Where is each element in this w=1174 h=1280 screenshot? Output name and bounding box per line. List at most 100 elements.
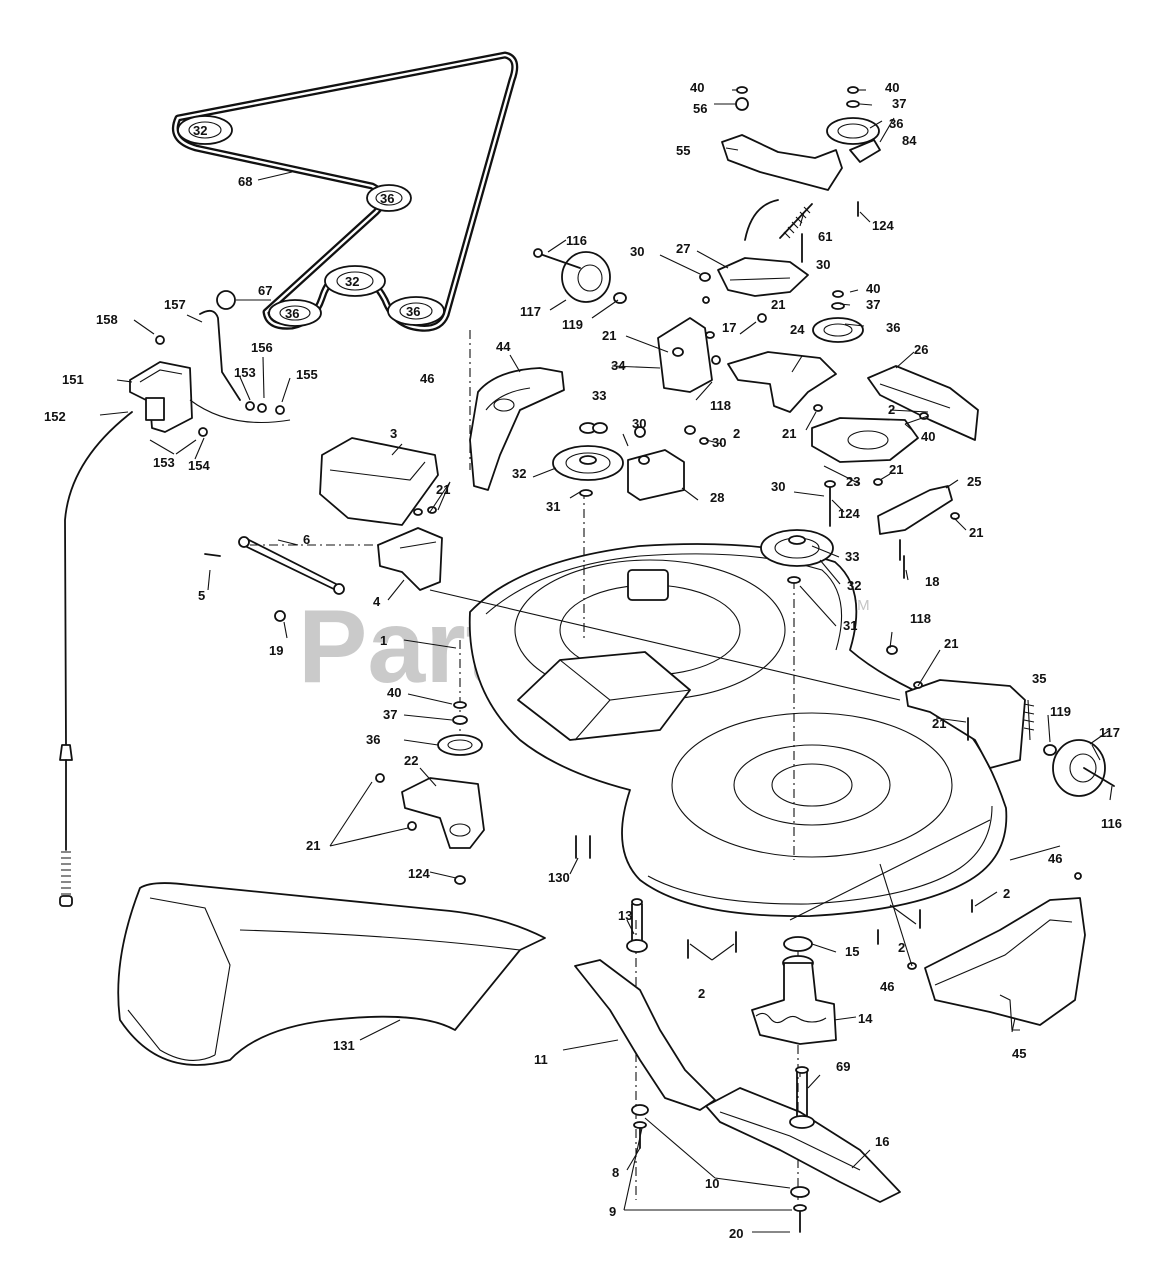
callout-44: 44	[496, 339, 511, 354]
callout-40-e: 40	[387, 685, 401, 700]
callout-158: 158	[96, 312, 118, 327]
callout-67: 67	[258, 283, 272, 298]
callout-21-e: 21	[969, 525, 983, 540]
callout-17: 17	[722, 320, 736, 335]
callout-152: 152	[44, 409, 66, 424]
callout-84: 84	[902, 133, 917, 148]
callout-37-a: 37	[892, 96, 906, 111]
callout-36-d: 36	[889, 116, 903, 131]
callout-68: 68	[238, 174, 252, 189]
callout-24: 24	[790, 322, 805, 337]
callout-37-b: 37	[866, 297, 880, 312]
callout-40-a: 40	[690, 80, 704, 95]
deck-bracket-22	[375, 773, 485, 885]
callout-21-g: 21	[889, 462, 903, 477]
callout-45: 45	[1012, 1046, 1026, 1061]
gauge-wheel-bracket-35	[905, 679, 1035, 769]
callout-116-a: 116	[566, 233, 587, 248]
belt-pulley-36-right	[366, 184, 412, 212]
blade-spindle-69	[789, 1066, 815, 1129]
callout-21-i: 21	[771, 297, 785, 312]
callout-33-a: 33	[592, 388, 606, 403]
spindle-pulley-36-left	[437, 701, 483, 756]
deck-bracket-25	[877, 485, 953, 561]
callout-18: 18	[925, 574, 939, 589]
callout-119-b: 119	[1050, 704, 1071, 719]
callout-36-f: 36	[366, 732, 380, 747]
idler-pulley-36-right	[812, 290, 864, 343]
tension-spring-61	[779, 203, 813, 239]
callout-28: 28	[710, 490, 724, 505]
callout-117-a: 117	[520, 304, 541, 319]
belt-pulley-32-center	[324, 265, 386, 297]
callout-32-a: 32	[193, 123, 207, 138]
callout-23: 23	[846, 474, 860, 489]
callout-131: 131	[333, 1038, 355, 1053]
discharge-chute-131	[117, 882, 546, 1066]
callout-36-e: 36	[886, 320, 900, 335]
callout-20: 20	[729, 1226, 743, 1241]
deck-bracket-26	[867, 365, 979, 441]
spindle-13	[626, 898, 648, 953]
callout-37-c: 37	[383, 707, 397, 722]
callout-36-a: 36	[380, 191, 394, 206]
lift-cable	[59, 411, 133, 907]
callout-36-c: 36	[406, 304, 420, 319]
callout-2-d: 2	[898, 940, 905, 955]
callout-21-b: 21	[306, 838, 320, 853]
gauge-wheel-117-left	[533, 248, 627, 304]
callout-30-a: 30	[630, 244, 644, 259]
callout-40-d: 40	[921, 429, 935, 444]
callout-124-b: 124	[838, 506, 860, 521]
callout-25: 25	[967, 474, 981, 489]
idler-plate-23	[811, 417, 919, 463]
callout-21-d: 21	[932, 716, 946, 731]
callout-19: 19	[269, 643, 283, 658]
idler-bracket-28	[627, 426, 685, 501]
callout-69: 69	[836, 1059, 850, 1074]
callout-30-c: 30	[632, 416, 646, 431]
callout-1: 1	[380, 633, 387, 648]
callout-33-b: 33	[845, 549, 859, 564]
callout-55: 55	[676, 143, 690, 158]
spindle-pulley-32-right	[760, 529, 834, 584]
side-shield-45	[924, 897, 1086, 1031]
callout-154: 154	[188, 458, 210, 473]
callout-46-c: 46	[880, 979, 894, 994]
callout-118-a: 118	[710, 398, 731, 413]
callout-21-c: 21	[944, 636, 958, 651]
callout-4: 4	[373, 594, 381, 609]
callout-46-b: 46	[1048, 851, 1062, 866]
callout-151: 151	[62, 372, 84, 387]
callout-124-a: 124	[872, 218, 894, 233]
callout-11: 11	[534, 1052, 548, 1067]
callout-2-c: 2	[1003, 886, 1010, 901]
callout-9: 9	[609, 1204, 616, 1219]
idler-bracket-24	[727, 351, 837, 413]
callout-56: 56	[693, 101, 707, 116]
callout-61: 61	[818, 229, 832, 244]
callout-16: 16	[875, 1134, 889, 1149]
callout-30-e: 30	[771, 479, 785, 494]
leader-lines	[99, 89, 1113, 1233]
front-pivot-rod	[204, 536, 345, 595]
callout-32-d: 32	[847, 578, 861, 593]
belt-pulley-36-bottom	[387, 296, 445, 326]
callout-21-f: 21	[782, 426, 796, 441]
callout-34: 34	[611, 358, 626, 373]
callout-2-e: 2	[698, 986, 705, 1001]
callout-155: 155	[296, 367, 318, 382]
callout-5: 5	[198, 588, 205, 603]
callout-118-b: 118	[910, 611, 931, 626]
spindle-housing-14	[751, 936, 837, 1045]
callout-153-b: 153	[153, 455, 175, 470]
belt-pulley-36-left	[268, 299, 322, 327]
callout-31-b: 31	[843, 618, 857, 633]
callout-8: 8	[612, 1165, 619, 1180]
deck-bracket-4	[377, 527, 443, 591]
deck-bolts-130	[575, 835, 591, 859]
callout-117-b: 117	[1099, 725, 1120, 740]
callout-130: 130	[548, 870, 570, 885]
callout-32-b: 32	[345, 274, 359, 289]
